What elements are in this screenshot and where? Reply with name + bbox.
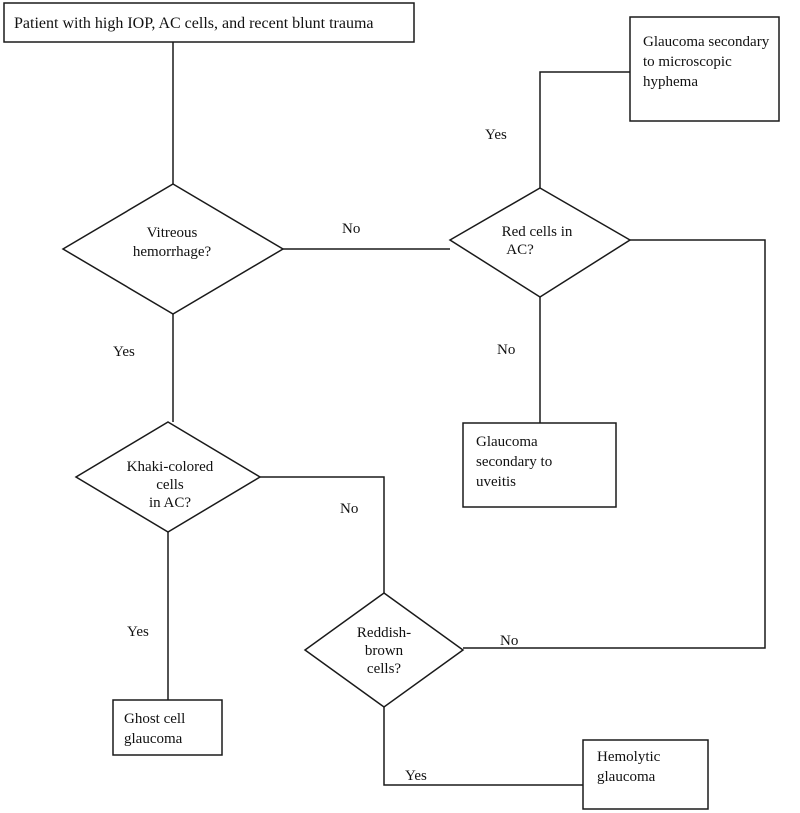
decision-khaki-cells: Khaki-colored cells in AC?: [74, 421, 262, 533]
edge-labels: No Yes Yes No No Yes No Yes: [113, 127, 518, 784]
decision-red-cells-line-1: Red cells in: [502, 224, 573, 240]
decision-vitreous-line-1: Vitreous: [147, 225, 198, 241]
outcome-hemolytic-line-1: Hemolytic: [597, 749, 661, 765]
outcome-hemolytic-line-2: glaucoma: [597, 769, 656, 785]
outcome-hemolytic: Hemolytic glaucoma: [582, 739, 709, 810]
edge-label-khaki-no: No: [340, 501, 358, 517]
outcome-microscopic-hyphema-line-2: to microscopic: [643, 54, 732, 70]
edge-label-red-cells-yes: Yes: [485, 127, 507, 143]
outcome-microscopic-hyphema-line-3: hyphema: [643, 74, 698, 90]
edge-label-khaki-yes: Yes: [127, 624, 149, 640]
connector-red-cells-to-reddish: [463, 239, 766, 649]
outcome-microscopic-hyphema-line-1: Glaucoma secondary: [643, 34, 770, 50]
connector-red-cells-to-microscopic-hyphema: [539, 71, 630, 188]
decision-reddish-brown: Reddish- brown cells?: [303, 592, 465, 708]
connector-khaki-to-reddish: [260, 476, 385, 593]
edge-label-reddish-no: No: [500, 633, 518, 649]
start-node-label: Patient with high IOP, AC cells, and rec…: [14, 15, 374, 32]
decision-red-cells-line-2: AC?: [506, 242, 534, 258]
outcome-ghost-cell-line-2: glaucoma: [124, 731, 183, 747]
outcome-microscopic-hyphema: Glaucoma secondary to microscopic hyphem…: [629, 16, 780, 122]
outcome-uveitis: Glaucoma secondary to uveitis: [462, 422, 617, 508]
outcome-uveitis-line-3: uveitis: [476, 474, 516, 490]
edge-label-red-cells-no: No: [497, 342, 515, 358]
decision-red-cells: Red cells in AC?: [448, 187, 632, 298]
decision-vitreous-hemorrhage: Vitreous hemorrhage?: [61, 183, 285, 315]
connectors: [167, 42, 766, 786]
outcome-uveitis-line-1: Glaucoma: [476, 434, 538, 450]
edge-label-vitreous-yes: Yes: [113, 344, 135, 360]
decision-reddish-line-1: Reddish-: [357, 625, 411, 641]
outcome-ghost-cell: Ghost cell glaucoma: [112, 699, 223, 756]
outcome-uveitis-line-2: secondary to: [476, 454, 552, 470]
edge-label-vitreous-no: No: [342, 221, 360, 237]
decision-khaki-line-2: cells: [156, 477, 184, 493]
connector-reddish-to-hemolytic: [383, 707, 583, 786]
decision-reddish-line-2: brown: [365, 643, 404, 659]
decision-reddish-line-3: cells?: [367, 661, 401, 677]
decision-vitreous-line-2: hemorrhage?: [133, 244, 212, 260]
decision-khaki-line-1: Khaki-colored: [127, 459, 214, 475]
start-node: Patient with high IOP, AC cells, and rec…: [3, 2, 415, 43]
edge-label-reddish-yes: Yes: [405, 768, 427, 784]
decision-khaki-line-3: in AC?: [149, 495, 191, 511]
outcome-ghost-cell-line-1: Ghost cell: [124, 711, 185, 727]
